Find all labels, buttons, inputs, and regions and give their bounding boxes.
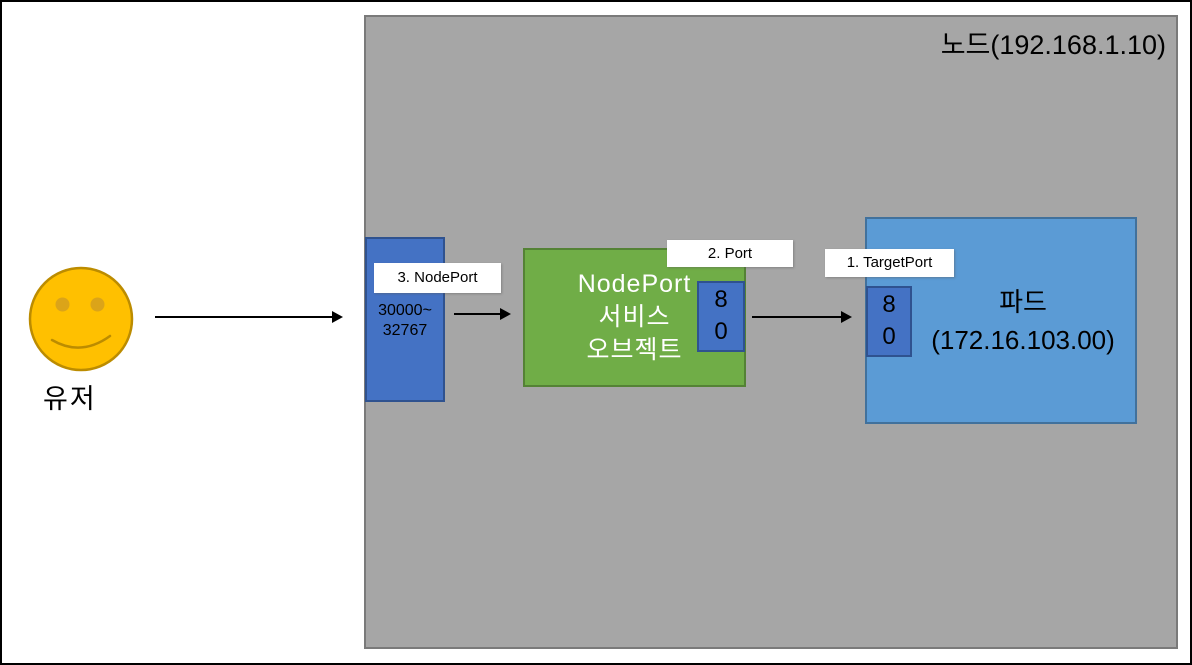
arrow-service-to-pod [752, 311, 852, 323]
node-title: 노드(192.168.1.10) [940, 30, 1166, 60]
nodeport-range-text: 30000~ 32767 [367, 301, 443, 341]
nodeport-range-bottom: 32767 [382, 322, 428, 339]
pod-name: 파드 [999, 287, 1047, 317]
service-title-line1: NodePort [577, 270, 692, 298]
arrow-user-to-nodeport [155, 311, 343, 323]
pod-title: 파드 (172.16.103.00) [913, 283, 1133, 359]
service-port-digit-top: 8 [714, 286, 728, 313]
pod-port-box: 8 0 [866, 286, 912, 357]
user-label: 유저 [43, 384, 97, 414]
service-port-digit-bottom: 0 [714, 318, 728, 345]
user-smiley-icon [28, 266, 134, 372]
arrow-nodeport-to-service [454, 308, 511, 320]
nodeport-callout-label: 3. NodePort [374, 263, 501, 293]
nodeport-range-top: 30000~ [378, 302, 432, 319]
pod-port-digit-top: 8 [882, 291, 896, 318]
port-callout-label: 2. Port [667, 240, 793, 267]
service-title-line3: 오브젝트 [586, 336, 683, 364]
targetport-callout-label: 1. TargetPort [825, 249, 954, 277]
pod-ip: (172.16.103.00) [931, 325, 1115, 355]
service-port-box: 8 0 [697, 281, 745, 352]
service-title: NodePort 서비스 오브젝트 [578, 268, 692, 367]
service-title-line2: 서비스 [598, 303, 671, 331]
pod-port-digit-bottom: 0 [882, 323, 896, 350]
nodeport-range-box: 30000~ 32767 [365, 237, 445, 402]
